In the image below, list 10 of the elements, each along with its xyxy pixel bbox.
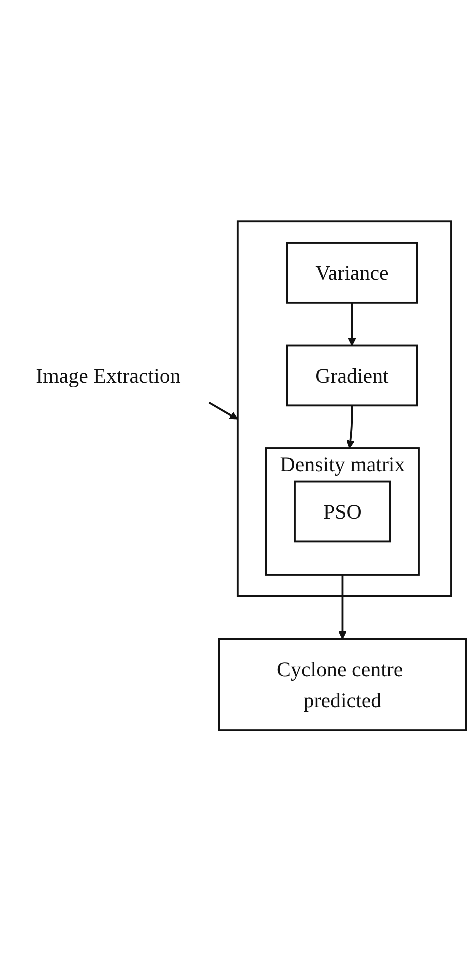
node-text: Image Extraction (36, 364, 181, 388)
arrow (338, 575, 347, 640)
node-box: PSO (294, 481, 392, 544)
node-box: Gradient (286, 345, 418, 408)
arrow (346, 406, 355, 450)
cluster (236, 221, 452, 598)
arrow (208, 402, 238, 420)
arrow (348, 303, 356, 347)
node-box: Variance (286, 242, 418, 304)
node-box: Cyclone centre predicted (218, 638, 468, 732)
